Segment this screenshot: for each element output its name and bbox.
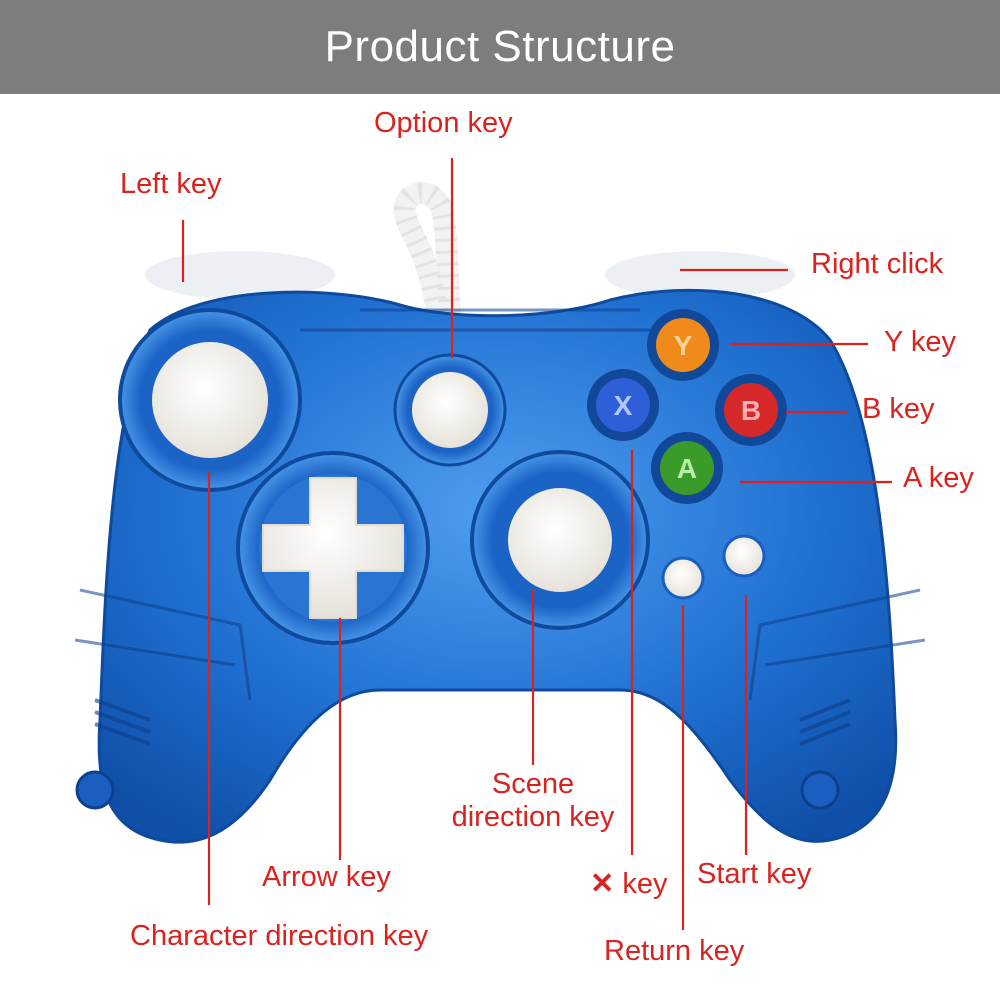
label-character-direction-key: Character direction key (130, 920, 429, 952)
y-button: Y (647, 309, 719, 381)
label-scene-line1: Scene (491, 768, 575, 800)
label-return-key: Return key (604, 935, 745, 967)
label-scene-direction-key: Scene direction key (433, 768, 633, 835)
option-button (412, 372, 488, 448)
right-bumper (605, 251, 795, 299)
page-title: Product Structure (324, 22, 676, 71)
svg-text:A: A (677, 453, 697, 484)
start-button (722, 534, 766, 578)
label-left-key: Left key (120, 168, 222, 200)
right-stick-cap (508, 488, 612, 592)
svg-text:X: X (614, 390, 633, 421)
a-button: A (651, 432, 723, 504)
label-x-key: ✕ key (590, 868, 668, 901)
label-option-key: Option key (374, 107, 513, 139)
label-start-key: Start key (697, 858, 812, 890)
left-stick-cap (152, 342, 268, 458)
x-button: X (587, 369, 659, 441)
svg-text:B: B (741, 395, 761, 426)
left-bumper (145, 251, 335, 299)
label-y-key: Y key (884, 326, 957, 358)
x-mark-icon: ✕ (590, 868, 615, 900)
b-button: B (715, 374, 787, 446)
label-x-key-text: key (622, 868, 668, 900)
label-scene-line2: direction key (451, 801, 615, 834)
label-arrow-key: Arrow key (262, 861, 391, 893)
label-a-key: A key (903, 462, 974, 494)
label-right-click: Right click (811, 248, 944, 280)
label-b-key: B key (862, 393, 935, 425)
return-button (661, 556, 705, 600)
leader-lines (181, 158, 892, 930)
svg-text:Y: Y (674, 330, 693, 361)
dpad-cross (262, 477, 404, 619)
title-banner: Product Structure (0, 0, 1000, 94)
